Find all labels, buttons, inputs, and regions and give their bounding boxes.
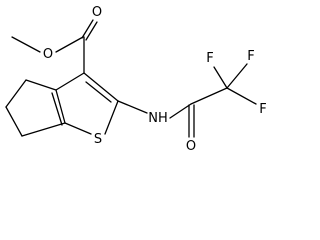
atom-amide-o: O — [186, 139, 196, 154]
atom-labels: O O S NH O F F F — [43, 5, 267, 154]
atom-ring-s: S — [94, 132, 102, 147]
bond-carbonyl-o-double-b — [85, 21, 98, 41]
atom-amide-nh: NH — [148, 111, 168, 126]
molecule-structure-diagram: O O S NH O F F F — [5, 5, 267, 154]
bond-cf3-f-top-right — [226, 63, 248, 89]
bond-s-c2 — [104, 100, 119, 135]
bond-o-carbonyl — [55, 36, 84, 53]
bond-c3a-c6a-double — [51, 92, 63, 126]
fused-ring-system — [5, 72, 119, 137]
amide-group — [117, 63, 257, 138]
bond-cf3-f-top-left — [213, 66, 228, 89]
bond-c3a-c4 — [25, 79, 57, 91]
bond-carbonyl-o-double-a — [81, 19, 94, 39]
bond-c2-c3 — [83, 72, 119, 102]
atom-f-top-right: F — [247, 49, 254, 64]
bond-c6a-s — [64, 122, 92, 135]
bond-c4-c5 — [5, 79, 27, 108]
bond-c6-c6a — [21, 122, 66, 137]
bond-c2-n — [117, 100, 148, 114]
bond-c3a-c6a — [55, 89, 66, 124]
ester-group — [11, 19, 98, 74]
bond-methyl-o — [11, 36, 41, 53]
atom-ester-o-double: O — [92, 5, 102, 20]
atom-ester-o-single: O — [43, 47, 53, 62]
bond-cf3-f-right — [226, 87, 257, 105]
bond-carbonyl-cf3 — [190, 87, 228, 105]
atom-f-top-left: F — [206, 51, 213, 66]
atom-f-right: F — [259, 102, 266, 117]
bond-n-carbonyl — [169, 103, 192, 119]
bond-c3-c3a — [55, 72, 85, 91]
bond-c2-c3-double — [85, 81, 112, 103]
bond-c5-c6 — [5, 106, 23, 137]
